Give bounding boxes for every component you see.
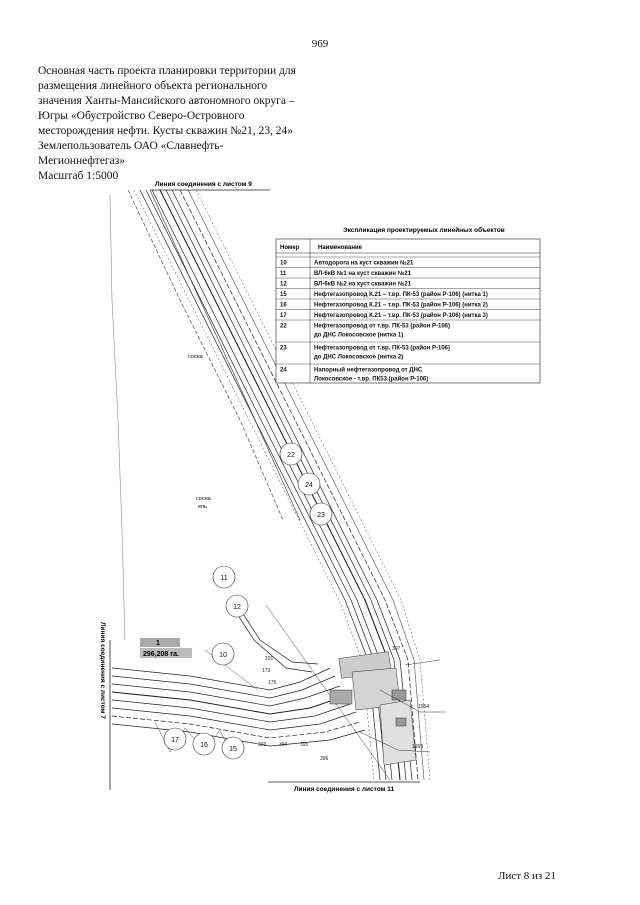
forest-label: сосна (196, 496, 212, 502)
svg-text:22: 22 (287, 452, 295, 459)
legend-row-name: до ДНС Локосовское (нитка 1) (314, 333, 403, 339)
page-number: 969 (311, 38, 329, 50)
map-small-label: 1954 (418, 704, 429, 710)
legend-col-number: Номер (280, 245, 300, 251)
map-small-label: 191 (265, 656, 274, 662)
header-text: Основная часть проекта планировки террит… (38, 64, 328, 184)
header-line: размещения линейного объекта регионально… (38, 80, 268, 92)
map-small-label: 1955 (412, 744, 423, 750)
circle-label-17: 17 (163, 727, 187, 751)
header-line: месторождения нефти. Кусты скважин №21, … (38, 125, 293, 137)
legend-row-name: Нефтегазопровод от т.вр. ПК-53 (район Р-… (314, 345, 450, 352)
svg-text:12: 12 (233, 604, 241, 611)
area-id: 1 (156, 640, 160, 647)
map-small-label: 395 (300, 742, 309, 748)
circle-label-12: 12 (225, 594, 249, 618)
svg-text:16: 16 (200, 742, 208, 749)
map-small-label: 173 (262, 668, 271, 674)
circle-label-11: 11 (212, 565, 236, 589)
svg-text:17: 17 (171, 737, 179, 744)
connect-bottom-label: Линия соединения с листом 11 (294, 786, 394, 793)
legend-col-name: Наименование (318, 245, 363, 251)
legend-row-number: 16 (280, 303, 287, 309)
header-line: Основная часть проекта планировки террит… (38, 65, 296, 77)
svg-text:11: 11 (220, 575, 227, 582)
legend-row-number: 23 (280, 346, 287, 352)
circle-label-15: 15 (221, 736, 245, 760)
legend-row-number: 10 (280, 261, 287, 267)
map-small-label: 393 (258, 742, 267, 748)
circle-label-24: 24 (297, 472, 321, 496)
legend-row-name: Автодорога на куст скважин №21 (314, 260, 414, 267)
connect-left-label: Линия соединения с листом 7 (99, 622, 106, 719)
header-line: Землепользователь ОАО «Славнефть- (38, 140, 224, 152)
header-line: значения Ханты-Мансийского автономного о… (38, 95, 295, 107)
circle-label-10: 10 (211, 642, 235, 666)
area-value: 296,208 га. (143, 651, 179, 658)
legend-row-number: 11 (280, 271, 287, 277)
circle-label-23: 23 (309, 502, 333, 526)
map-small-label: 394 (279, 742, 288, 748)
legend-table: Экспликация проектируемых линейных объек… (275, 226, 541, 384)
legend-row-name: Нефтегазопровод К.21 – т.вр. ПК-53 (райо… (314, 302, 488, 309)
legend-title: Экспликация проектируемых линейных объек… (343, 226, 505, 234)
legend-row-name: Нефтегазопровод К.21 – т.вр. ПК-53 (райо… (314, 291, 488, 298)
svg-text:10: 10 (219, 652, 227, 659)
header-line: Мегионнефтегаз» (38, 155, 126, 167)
circle-label-16: 16 (192, 732, 216, 756)
svg-text:23: 23 (317, 512, 325, 519)
connect-top-label: Линия соединения с листом 9 (155, 181, 252, 188)
map-small-label: 175 (268, 680, 277, 686)
forest-label: ель (198, 504, 207, 510)
legend-row-name: Нефтегазопровод от т.вр. ПК-53 (район Р-… (314, 323, 450, 330)
legend-row-number: 22 (280, 324, 287, 330)
legend-row-name: до ДНС Локосовское (нитка 2) (314, 355, 403, 361)
header-line: Масштаб 1:5000 (38, 170, 119, 182)
svg-text:24: 24 (305, 482, 313, 489)
circle-label-22: 22 (279, 442, 303, 466)
legend-row-name: Нефтегазопровод К.21 – т.вр. ПК-53 (райо… (314, 312, 488, 319)
svg-text:15: 15 (229, 746, 237, 753)
legend-row-name: Локосовское - т.вр. ПК53 (район Р-106) (314, 376, 428, 383)
legend-row-number: 17 (280, 313, 287, 319)
legend-row-name: ВЛ-6кВ №2 на куст скважин №21 (314, 281, 412, 288)
forest-label: сосна (188, 354, 204, 360)
legend-row-number: 12 (280, 282, 287, 288)
header-line: Югры «Обустройство Северо-Островного (38, 110, 245, 122)
map-small-label: 396 (320, 756, 329, 762)
legend-row-number: 24 (280, 368, 287, 374)
map-small-label: 397 (392, 646, 401, 652)
legend-row-name: ВЛ-6кВ №1 на куст скважин №21 (314, 270, 412, 277)
legend-row-name: Напорный нефтегазопровод от ДНС (314, 367, 423, 374)
legend-row-number: 15 (280, 292, 287, 298)
sheet-footer: Лист 8 из 21 (498, 870, 557, 882)
